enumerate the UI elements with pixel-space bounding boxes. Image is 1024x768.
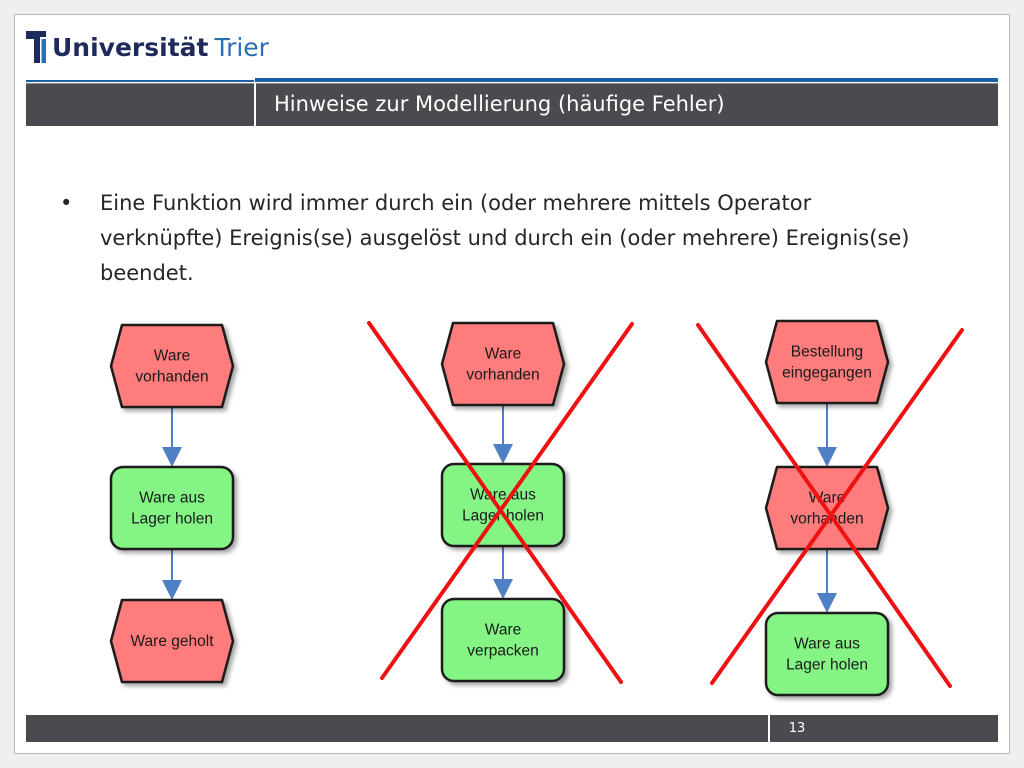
cross-out-line xyxy=(380,322,634,680)
title-accent-line-left xyxy=(26,80,254,82)
node-label: vorhanden xyxy=(466,367,539,384)
node-label: Ware xyxy=(485,622,521,639)
cross-out-line xyxy=(367,321,623,684)
node-label: Bestellung xyxy=(791,344,863,361)
node-label: Lager holen xyxy=(786,657,868,674)
event-node xyxy=(764,319,890,405)
function-node xyxy=(764,611,890,697)
node-label: Lager holen xyxy=(131,511,213,528)
epc-diagram-3: BestellungeingegangenWarevorhandenWare a… xyxy=(696,319,964,697)
footer-bar xyxy=(26,715,998,742)
node-label: Ware xyxy=(154,348,190,365)
event-node xyxy=(109,323,235,409)
node-label: Ware xyxy=(485,346,521,363)
function-node xyxy=(109,465,235,551)
node-label: Ware aus xyxy=(794,636,860,653)
node-label: Ware aus xyxy=(139,490,205,507)
function-node xyxy=(440,597,566,683)
event-node xyxy=(109,598,235,684)
cross-out-line xyxy=(710,328,964,685)
node-label: verpacken xyxy=(467,643,539,660)
page-number: 13 xyxy=(788,721,806,736)
slide-title: Hinweise zur Modellierung (häufige Fehle… xyxy=(274,92,725,116)
bullet-text: Eine Funktion wird immer durch ein (oder… xyxy=(100,191,910,285)
title-bar xyxy=(26,83,998,126)
node-label: Ware geholt xyxy=(131,633,215,650)
node-label: vorhanden xyxy=(135,369,208,386)
university-logo-icon xyxy=(26,31,46,63)
bullet-symbol: • xyxy=(60,191,73,215)
node-label: eingegangen xyxy=(782,365,872,382)
bullet-item: • Eine Funktion wird immer durch ein (od… xyxy=(60,186,940,291)
footer-divider xyxy=(768,715,770,742)
node-label: Ware aus xyxy=(470,487,536,504)
title-accent-line xyxy=(255,78,998,82)
cross-out-line xyxy=(696,323,952,688)
event-node xyxy=(440,321,566,407)
title-divider xyxy=(254,83,256,126)
